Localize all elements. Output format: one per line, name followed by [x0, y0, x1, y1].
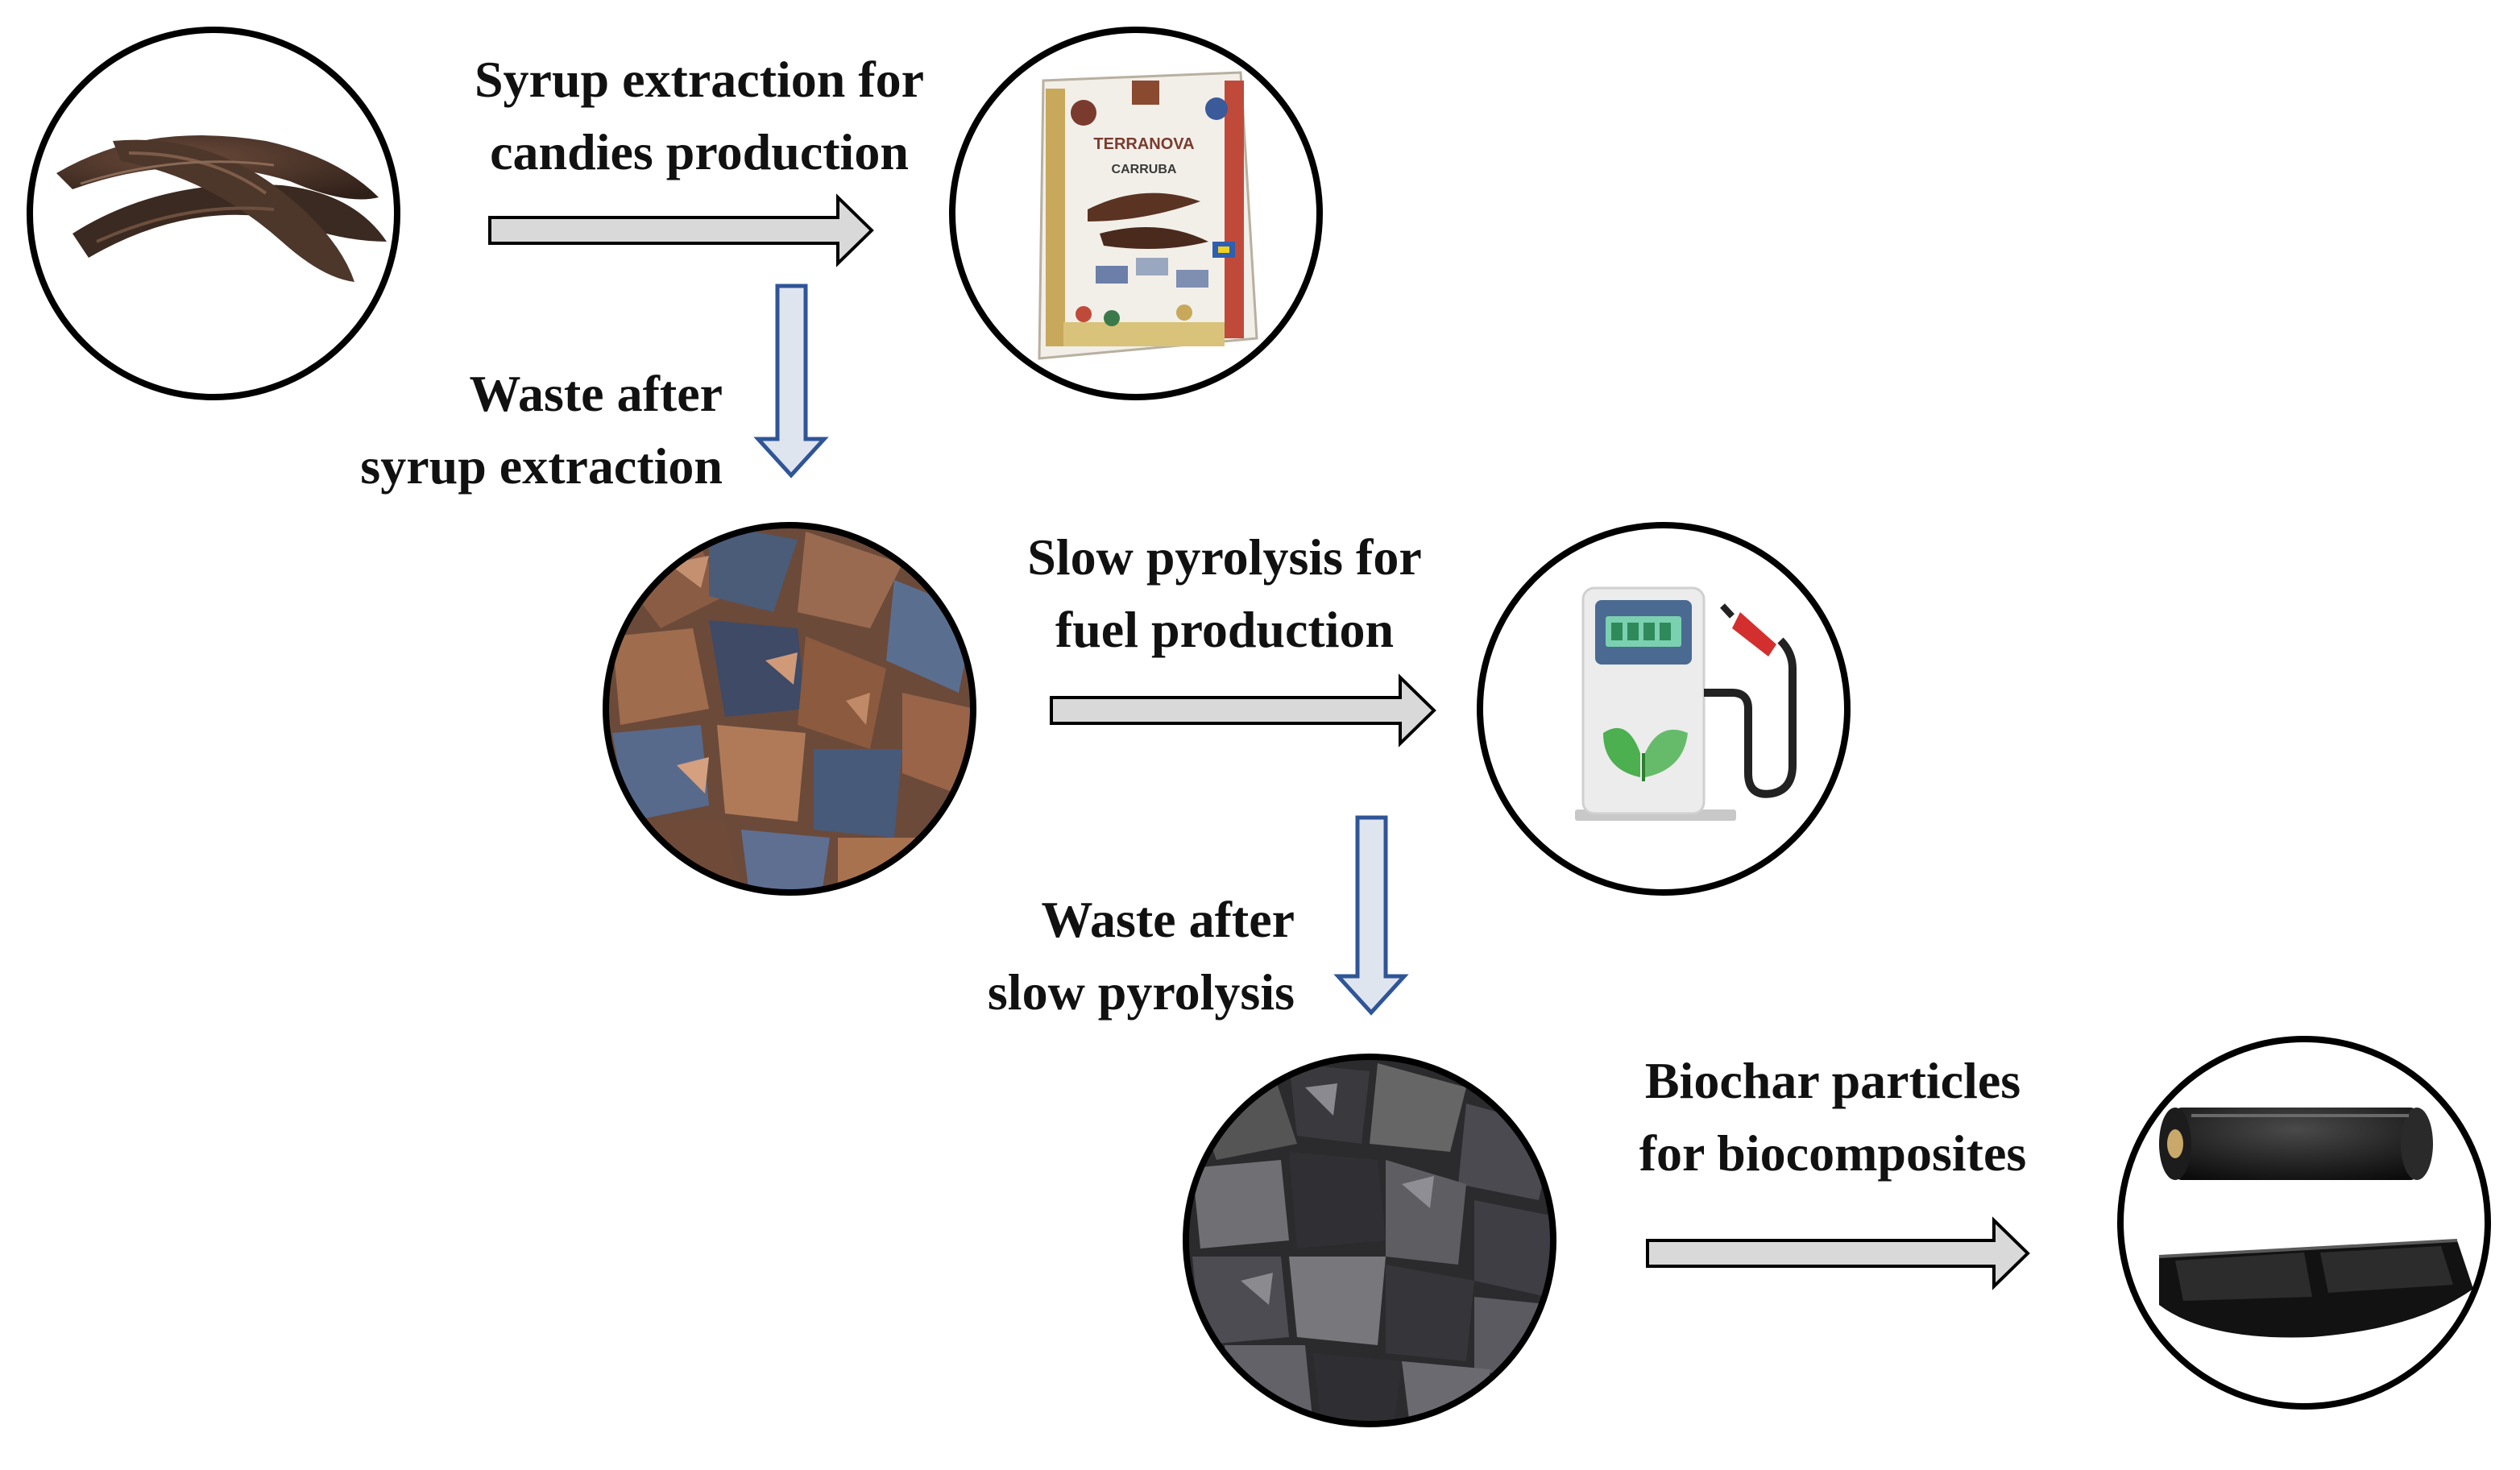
green-fuel-pump-icon — [1575, 586, 1797, 821]
step3-label-line1: Biochar particles — [1645, 1052, 2021, 1109]
node-circle — [603, 522, 976, 896]
carob-pods-node — [27, 27, 400, 400]
process-arrow-3 — [1646, 1216, 2030, 1290]
carob-candy-package-photo: TERRANOVA CARRUBA — [952, 30, 1320, 397]
waste-arrow-1 — [753, 284, 829, 478]
waste-arrow-2 — [1333, 815, 1409, 1016]
node-circle — [1183, 1054, 1556, 1427]
step2-label-line1: Slow pyrolysis for — [1027, 528, 1422, 586]
waste1-label-line1: Waste after — [469, 365, 723, 422]
step1-label-line2: candies production — [490, 123, 909, 180]
waste2-label-line2: slow pyrolysis — [988, 963, 1295, 1021]
carob-waste-kibble-photo — [606, 525, 973, 892]
node-circle — [27, 27, 400, 400]
biochar-particles-photo — [1186, 1057, 1553, 1424]
biochar-node — [1183, 1054, 1556, 1427]
candy-package-node: TERRANOVA CARRUBA — [949, 27, 1323, 400]
black-film-and-tray-photo — [2120, 1039, 2488, 1406]
fuel-pump-node — [1477, 522, 1851, 896]
waste2-label-line1: Waste after — [1041, 891, 1295, 948]
process-arrow-1 — [488, 193, 874, 267]
carob-waste-node — [603, 522, 976, 896]
package-product: CARRUBA — [1112, 163, 1177, 176]
process-arrow-2 — [1050, 673, 1436, 747]
node-circle — [949, 27, 1323, 400]
carob-pods-photo — [30, 30, 397, 397]
step2-label-line2: fuel production — [1055, 601, 1394, 658]
package-brand: TERRANOVA — [1093, 135, 1194, 153]
step1-label-line1: Syrup extraction for — [475, 51, 924, 108]
step3-label-line2: for biocomposites — [1639, 1124, 2027, 1182]
node-circle — [2117, 1036, 2491, 1410]
biocomposite-products-node — [2117, 1036, 2491, 1410]
waste1-label-line2: syrup extraction — [360, 437, 723, 495]
